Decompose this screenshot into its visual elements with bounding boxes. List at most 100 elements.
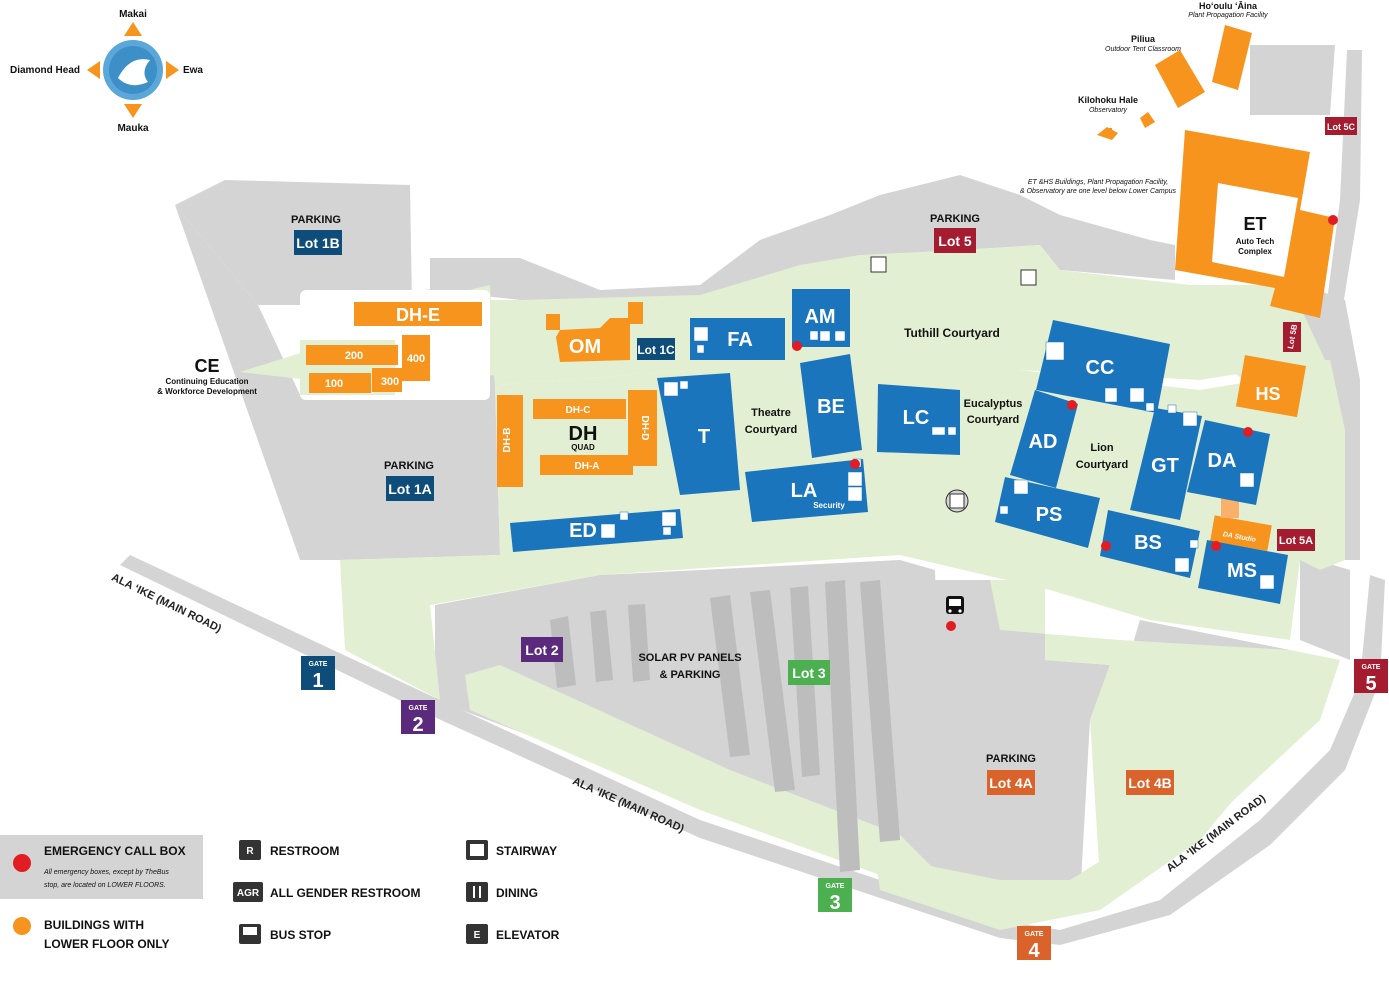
piliua-sub: Outdoor Tent Classroom bbox=[1105, 46, 1181, 53]
legend-stair: STAIRWAY bbox=[496, 844, 557, 858]
building-300 bbox=[372, 368, 402, 392]
building-be bbox=[800, 354, 862, 458]
building-400 bbox=[402, 335, 430, 381]
building-la bbox=[745, 459, 868, 522]
building-dhc bbox=[533, 399, 626, 419]
solar-line1: SOLAR PV PANELS bbox=[638, 652, 741, 664]
ce-line1: Continuing Education bbox=[165, 377, 248, 386]
gate4-word: GATE bbox=[1025, 931, 1044, 938]
building-ps bbox=[995, 477, 1100, 548]
ps-label: PS bbox=[1036, 504, 1063, 526]
gate4-number: 4 bbox=[1028, 940, 1040, 962]
compass-east: Ewa bbox=[183, 65, 203, 76]
ed-label: ED bbox=[569, 520, 597, 542]
lot5-label: Lot 5 bbox=[938, 233, 972, 249]
legend-elevator-icon: E bbox=[474, 930, 481, 941]
ms-label: MS bbox=[1227, 560, 1257, 582]
legend-emergency-box bbox=[0, 835, 203, 899]
legend-elevator: ELEVATOR bbox=[496, 928, 560, 942]
ad-label: AD bbox=[1029, 431, 1058, 453]
lot4a-label: Lot 4A bbox=[989, 775, 1033, 791]
ce-label: CE bbox=[194, 356, 219, 376]
bs-label: BS bbox=[1134, 532, 1162, 554]
dhe-label: DH-E bbox=[396, 305, 440, 325]
lower-note-1: ET &HS Buildings, Plant Propagation Faci… bbox=[1028, 179, 1168, 186]
lc-label: LC bbox=[903, 407, 930, 429]
fa-label: FA bbox=[727, 329, 753, 351]
lot4b-label: Lot 4B bbox=[1128, 775, 1172, 791]
legend-emergency: EMERGENCY CALL BOX bbox=[44, 844, 186, 858]
hooulu-sub: Plant Propagation Facility bbox=[1188, 12, 1268, 19]
building-100 bbox=[309, 373, 371, 393]
gate3-number: 3 bbox=[829, 892, 840, 914]
solar-line2: & PARKING bbox=[660, 669, 721, 681]
tuthill-courtyard: Tuthill Courtyard bbox=[904, 326, 1000, 340]
ce-line2: & Workforce Development bbox=[157, 387, 257, 396]
building-dhe bbox=[354, 302, 482, 326]
b100-label: 100 bbox=[325, 378, 343, 390]
lot1c-label: Lot 1C bbox=[637, 343, 675, 357]
parking-label-5: PARKING bbox=[930, 213, 980, 225]
legend-emergency-note2: stop, are located on LOWER FLOORS. bbox=[44, 882, 166, 889]
legend-lower1: BUILDINGS WITH bbox=[44, 918, 144, 932]
stairway-icons bbox=[600, 326, 1275, 590]
lower-note-2: & Observatory are one level below Lower … bbox=[1020, 188, 1177, 195]
hooulu-label: Ho‘oulu ‘Āina bbox=[1199, 1, 1258, 11]
legend bbox=[0, 835, 488, 944]
building-ed bbox=[510, 509, 683, 552]
hs-label: HS bbox=[1255, 384, 1280, 404]
building-t bbox=[657, 373, 740, 495]
lower-floor-legend-dot bbox=[13, 917, 31, 935]
gate2-number: 2 bbox=[412, 714, 423, 736]
compass-west: Diamond Head bbox=[10, 65, 80, 76]
gate2-word: GATE bbox=[409, 705, 428, 712]
et-sub2: Complex bbox=[1238, 247, 1272, 256]
gates bbox=[301, 656, 1388, 960]
et-sub1: Auto Tech bbox=[1236, 237, 1275, 246]
la-label: LA bbox=[791, 480, 818, 502]
dhd-label: DH-D bbox=[639, 416, 650, 441]
gt-label: GT bbox=[1151, 455, 1179, 477]
dha-label: DH-A bbox=[575, 461, 600, 472]
legend-agr: ALL GENDER RESTROOM bbox=[270, 886, 420, 900]
compass: Makai Mauka Diamond Head Ewa bbox=[10, 9, 203, 134]
legend-agr-icon: AGR bbox=[237, 888, 260, 899]
parking-label-1b: PARKING bbox=[291, 214, 341, 226]
building-dhd bbox=[628, 390, 657, 466]
b300-label: 300 bbox=[381, 376, 399, 388]
gate5-number: 5 bbox=[1365, 673, 1376, 695]
piliua-label: Piliua bbox=[1131, 34, 1156, 44]
emergency-call-boxes bbox=[792, 215, 1338, 631]
om-label: OM bbox=[569, 336, 601, 358]
gate5-word: GATE bbox=[1362, 664, 1381, 671]
compass-south: Mauka bbox=[117, 123, 149, 134]
building-lc bbox=[877, 384, 960, 455]
be-label: BE bbox=[817, 396, 845, 418]
t-label: T bbox=[698, 426, 710, 448]
dh-label: DH bbox=[569, 423, 598, 445]
kilohoku-sub: Observatory bbox=[1089, 107, 1128, 114]
outdoor-stairway-icons bbox=[870, 256, 1037, 513]
building-ad bbox=[1010, 390, 1078, 488]
legend-restroom: RESTROOM bbox=[270, 844, 339, 858]
parking-label-1a: PARKING bbox=[384, 460, 434, 472]
b400-label: 400 bbox=[407, 353, 425, 365]
building-hs bbox=[1235, 355, 1307, 418]
et-label: ET bbox=[1243, 214, 1266, 234]
emergency-legend-dot bbox=[13, 854, 31, 872]
compass-north: Makai bbox=[119, 9, 147, 20]
lot5a-label: Lot 5A bbox=[1279, 535, 1313, 547]
cc-label: CC bbox=[1086, 357, 1115, 379]
building-gt bbox=[1130, 408, 1202, 520]
la-sub: Security bbox=[813, 501, 845, 510]
lion-line2: Courtyard bbox=[1076, 459, 1129, 471]
lion-line1: Lion bbox=[1090, 442, 1113, 454]
building-200 bbox=[306, 345, 398, 365]
gate1-number: 1 bbox=[312, 670, 323, 692]
orange-buildings bbox=[306, 302, 1272, 552]
legend-lower2: LOWER FLOOR ONLY bbox=[44, 937, 170, 951]
building-dhb bbox=[497, 395, 523, 487]
kilohoku-label: Kilohoku Hale bbox=[1078, 95, 1138, 105]
building-om bbox=[556, 318, 630, 362]
